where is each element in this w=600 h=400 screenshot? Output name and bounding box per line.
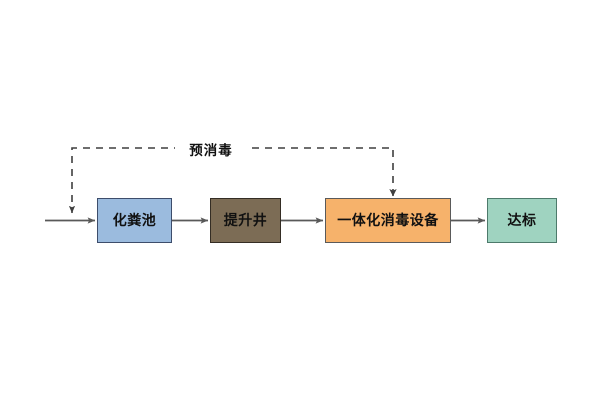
process-node-septic-tank[interactable]: 化粪池 xyxy=(97,198,172,243)
edge-label-pre-disinfection: 预消毒 xyxy=(175,138,247,159)
process-node-label: 提升井 xyxy=(223,212,268,229)
process-node-lift-well[interactable]: 提升井 xyxy=(210,198,281,243)
process-node-label: 达标 xyxy=(507,212,537,229)
process-node-label: 化粪池 xyxy=(112,212,157,229)
process-node-integrated-disinfection-equipment[interactable]: 一体化消毒设备 xyxy=(325,198,451,243)
recycle-arrowhead-equipment xyxy=(389,189,397,197)
process-node-label: 一体化消毒设备 xyxy=(337,212,439,229)
process-node-meets-standard[interactable]: 达标 xyxy=(487,198,557,243)
